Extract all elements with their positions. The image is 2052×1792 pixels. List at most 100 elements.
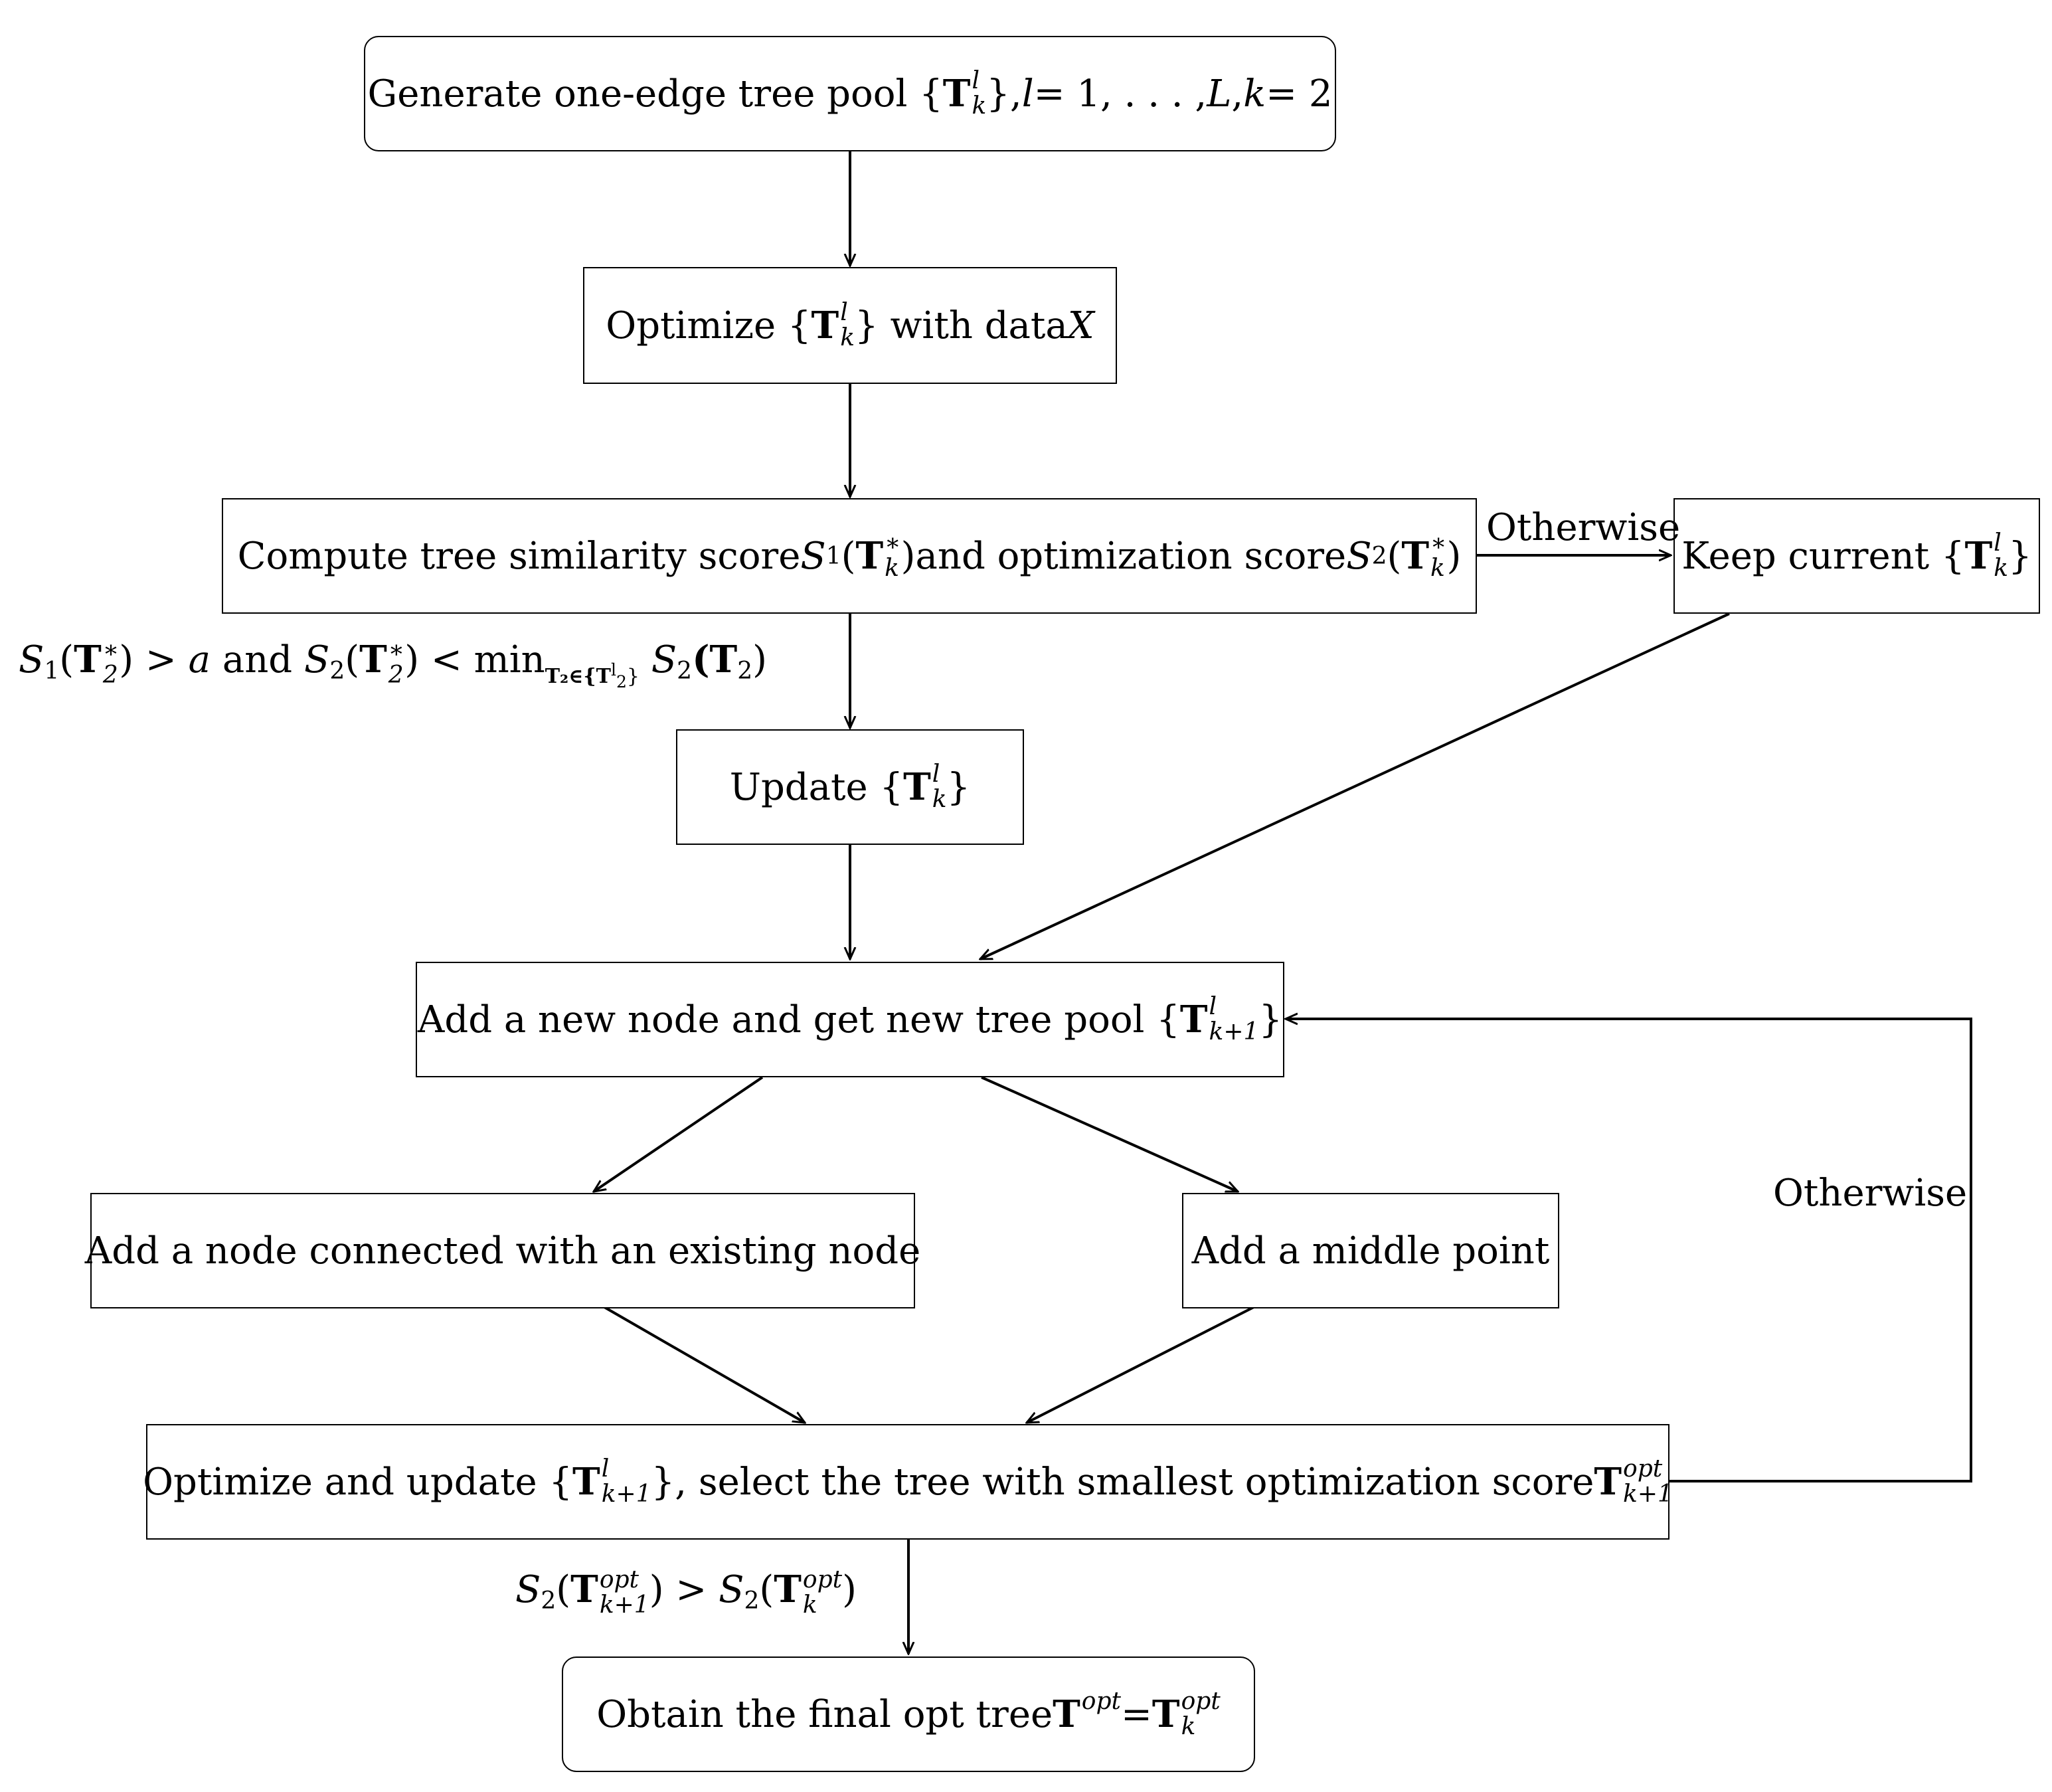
math-sub: 2 xyxy=(744,1587,760,1615)
math-sub: k xyxy=(1181,1713,1196,1740)
math-sub: 1 xyxy=(825,542,841,570)
math-sub: k xyxy=(840,324,855,351)
math-sup: ∗ xyxy=(388,636,405,664)
label-text: Otherwise xyxy=(1486,506,1681,549)
node-text: } xyxy=(1258,998,1283,1041)
math-sub: k xyxy=(972,92,987,120)
math-X: X xyxy=(1067,304,1094,347)
math-sup: ∗ xyxy=(885,529,901,557)
math-subscript: T₂∈{T xyxy=(545,665,611,688)
math-sub: k xyxy=(802,1591,817,1619)
math-sup: l xyxy=(840,299,848,326)
math-sub: 1 xyxy=(44,658,60,685)
math-S: S xyxy=(800,534,826,578)
label-text: Otherwise xyxy=(1773,1172,1968,1215)
edge-loop-otherwise xyxy=(1286,1019,1972,1482)
label-text: ) xyxy=(752,638,767,681)
node-text: Generate one-edge tree pool { xyxy=(367,72,943,116)
node-text: Optimize and update { xyxy=(143,1460,573,1504)
math-T: T xyxy=(570,1568,598,1611)
node-text: }, xyxy=(986,72,1022,116)
edge-addnew-middle xyxy=(981,1076,1238,1193)
math-sub: 2 xyxy=(388,661,404,689)
math-sup: l xyxy=(610,660,616,679)
math-sub: k xyxy=(1994,555,2009,582)
label-text: ) > xyxy=(119,638,189,681)
node-text: }, select the tree with smallest optimiz… xyxy=(651,1460,1594,1504)
label-text: and xyxy=(211,638,304,681)
math-T: T xyxy=(1152,1692,1180,1736)
math-T: T xyxy=(811,304,839,347)
node-text: Compute tree similarity score xyxy=(237,534,801,578)
math-T: T xyxy=(1179,998,1208,1041)
math-T: T xyxy=(942,72,971,116)
math-sup: l xyxy=(601,1455,610,1482)
math-sub: k+1 xyxy=(1623,1480,1673,1508)
node-text: Add a node connected with an existing no… xyxy=(84,1229,921,1273)
edge-label-otherwise-right: Otherwise xyxy=(1486,506,1680,549)
math-sub: 2 xyxy=(102,661,118,689)
node-text: Add a middle point xyxy=(1191,1229,1550,1273)
math-sup: l xyxy=(1209,993,1217,1020)
add-new-node-node: Add a new node and get new tree pool { T… xyxy=(416,962,1284,1077)
math-sup: l xyxy=(1994,529,2002,557)
math-T: T xyxy=(774,1568,802,1611)
edge-keep-addnew xyxy=(980,612,1730,960)
math-S: S xyxy=(303,638,330,681)
math-T: T xyxy=(1053,1692,1080,1736)
add-connected-node-node: Add a node connected with an existing no… xyxy=(85,1193,920,1308)
edge-middle-optimize xyxy=(1027,1306,1254,1424)
math-sub: k xyxy=(885,555,899,582)
math-sup: ∗ xyxy=(1430,529,1447,557)
math-sup: opt xyxy=(1181,1688,1221,1715)
math-sub: k+1 xyxy=(1209,1018,1259,1045)
node-text: Optimize { xyxy=(606,304,812,347)
math-L: L xyxy=(1207,72,1232,116)
math-sub: 2 xyxy=(329,658,345,685)
label-text: ) < min xyxy=(404,638,545,681)
add-middle-point-node: Add a middle point xyxy=(1182,1193,1559,1308)
edge-connect-optimize xyxy=(604,1306,805,1423)
math-sub: k+1 xyxy=(599,1591,649,1619)
node-text: ) xyxy=(1446,534,1462,578)
math-T: T xyxy=(855,534,884,578)
node-text: = 2 xyxy=(1266,72,1333,116)
math-T: T xyxy=(1594,1460,1622,1504)
math-sub: 2 xyxy=(1371,542,1387,570)
math-sup: opt xyxy=(1081,1688,1121,1715)
math-a: a xyxy=(188,638,211,681)
node-text: ( xyxy=(1387,534,1402,578)
math-sup: opt xyxy=(1623,1455,1663,1482)
math-S: S xyxy=(639,638,677,681)
math-S: S xyxy=(1346,534,1372,578)
node-text: ) xyxy=(900,534,916,578)
edge-label-otherwise-loop: Otherwise xyxy=(1773,1172,1967,1215)
edge-label-condition-update: S1(T∗2) > a and S2(T∗2) < minT₂∈{Tl2} S2… xyxy=(19,636,767,691)
math-k: k xyxy=(1243,72,1266,116)
math-sup: l xyxy=(972,67,980,94)
math-T: (T xyxy=(692,638,738,681)
node-text: Keep current { xyxy=(1681,534,1965,578)
math-T: T xyxy=(1964,534,1993,578)
math-sub: k+1 xyxy=(601,1480,651,1508)
math-S: S xyxy=(19,638,44,681)
math-sub: 2 xyxy=(677,658,693,685)
math-sub: 2 xyxy=(541,1587,556,1615)
node-text: Add a new node and get new tree pool { xyxy=(417,998,1180,1041)
math-sub: 2 xyxy=(616,672,627,691)
math-sub: 2 xyxy=(737,658,753,685)
node-text: } xyxy=(946,765,971,809)
math-T: T xyxy=(74,638,102,681)
math-S: S xyxy=(719,1568,744,1611)
label-text: ) > xyxy=(649,1568,719,1611)
node-text: ( xyxy=(841,534,856,578)
math-sup: opt xyxy=(599,1566,639,1593)
